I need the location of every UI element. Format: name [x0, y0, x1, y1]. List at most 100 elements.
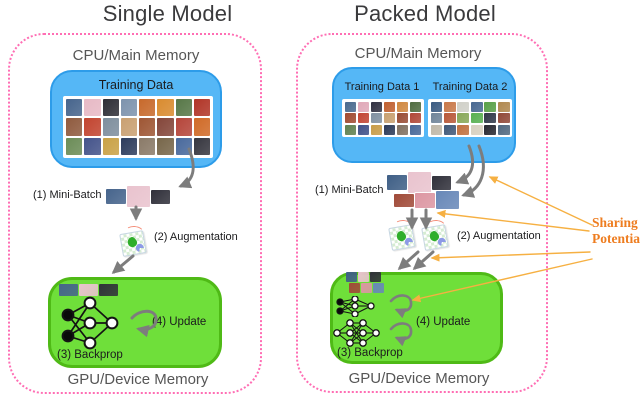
photo-thumbnail — [497, 124, 510, 135]
left-panel-title: Single Model — [102, 1, 233, 26]
photo-thumbnail — [175, 137, 192, 155]
photo-thumbnail — [443, 124, 456, 135]
photo-thumbnail — [394, 193, 414, 207]
photo-thumbnail — [443, 113, 456, 123]
photo-thumbnail — [415, 192, 435, 208]
photo-thumbnail — [151, 189, 170, 204]
left-gpu-memory-label: GPU/Device Memory — [67, 371, 209, 388]
photo-thumbnail — [497, 113, 510, 123]
left-neural-network-icon — [61, 296, 119, 350]
photo-thumbnail — [175, 99, 192, 117]
photo-thumbnail — [373, 283, 384, 293]
photo-thumbnail — [408, 172, 431, 193]
photo-thumbnail — [106, 189, 126, 204]
augmentation-sheet-icon — [388, 224, 416, 251]
photo-thumbnail — [157, 99, 174, 117]
left-step1-minibatch-label: (1) Mini-Batch — [33, 189, 102, 201]
photo-thumbnail — [383, 101, 396, 112]
left-step4-update-label: (4) Update — [152, 316, 207, 328]
photo-thumbnail — [457, 101, 470, 112]
photo-thumbnail — [470, 113, 483, 123]
left-training-data-label: Training Data — [98, 78, 174, 92]
photo-thumbnail — [370, 272, 381, 282]
right-neural-network1-icon — [336, 296, 375, 317]
sharing-line1: Sharing — [592, 215, 638, 230]
right-step1-minibatch-label: (1) Mini-Batch — [315, 184, 384, 196]
augmentation-sheet-icon — [421, 224, 449, 251]
left-augmentation-icon — [119, 225, 148, 257]
left-gpu-batch-thumbnails — [59, 284, 118, 296]
photo-thumbnail — [99, 284, 118, 296]
photo-thumbnail — [430, 113, 443, 123]
right-gpu-batch1-thumbnails — [346, 272, 381, 282]
photo-thumbnail — [66, 99, 83, 117]
photo-thumbnail — [409, 124, 422, 135]
photo-thumbnail — [430, 101, 443, 112]
right-augmentation-icon-1 — [388, 219, 417, 251]
photo-thumbnail — [357, 113, 370, 123]
photo-thumbnail — [409, 101, 422, 112]
photo-thumbnail — [120, 118, 137, 136]
photo-thumbnail — [344, 101, 357, 112]
photo-thumbnail — [193, 137, 210, 155]
right-gpu-batch2-thumbnails — [349, 283, 384, 293]
photo-thumbnail — [84, 118, 101, 136]
right-minibatch2-thumbnails — [394, 191, 459, 209]
photo-thumbnail — [396, 101, 409, 112]
photo-thumbnail — [344, 124, 357, 135]
photo-thumbnail — [358, 272, 369, 282]
right-step2-augmentation-label: (2) Augmentation — [457, 230, 541, 242]
photo-thumbnail — [370, 113, 383, 123]
photo-thumbnail — [457, 124, 470, 135]
photo-thumbnail — [409, 113, 422, 123]
photo-thumbnail — [387, 175, 407, 190]
photo-thumbnail — [383, 113, 396, 123]
photo-thumbnail — [361, 283, 372, 293]
augmentation-crescent-icon — [404, 237, 414, 247]
photo-thumbnail — [470, 124, 483, 135]
left-cpu-memory-label: CPU/Main Memory — [72, 47, 200, 64]
photo-thumbnail — [84, 137, 101, 155]
right-step3-backprop-label: (3) Backprop — [337, 347, 403, 359]
photo-thumbnail — [470, 101, 483, 112]
photo-thumbnail — [357, 124, 370, 135]
left-cpu-memory-box: Training Data — [50, 70, 222, 168]
right-cpu-memory-label: CPU/Main Memory — [354, 45, 482, 62]
photo-thumbnail — [175, 118, 192, 136]
right-step4-update-label: (4) Update — [416, 316, 471, 328]
photo-thumbnail — [396, 124, 409, 135]
right-minibatch1-thumbnails — [387, 172, 451, 193]
photo-thumbnail — [157, 137, 174, 155]
right-augmentation-icon-2 — [421, 219, 450, 251]
photo-thumbnail — [66, 137, 83, 155]
photo-thumbnail — [193, 118, 210, 136]
photo-thumbnail — [484, 101, 497, 112]
photo-thumbnail — [349, 283, 360, 293]
sharing-line2: Potential — [592, 230, 640, 246]
photo-thumbnail — [432, 175, 451, 190]
photo-thumbnail — [120, 137, 137, 155]
photo-thumbnail — [346, 272, 357, 282]
right-gpu-memory-label: GPU/Device Memory — [348, 370, 490, 387]
photo-thumbnail — [102, 118, 119, 136]
photo-thumbnail — [344, 113, 357, 123]
photo-thumbnail — [127, 186, 150, 207]
augmentation-crescent-icon — [135, 243, 145, 253]
photo-thumbnail — [497, 101, 510, 112]
right-cpu-memory-box: Training Data 1 Training Data 2 — [332, 67, 516, 163]
photo-thumbnail — [102, 137, 119, 155]
left-step3-backprop-label: (3) Backprop — [57, 349, 123, 361]
left-training-data-thumbnails — [63, 96, 213, 158]
photo-thumbnail — [139, 99, 156, 117]
photo-thumbnail — [59, 284, 78, 296]
photo-thumbnail — [370, 101, 383, 112]
photo-thumbnail — [383, 124, 396, 135]
photo-thumbnail — [84, 99, 101, 117]
right-panel-title: Packed Model — [354, 1, 496, 26]
right-training-data1-thumbnails — [342, 99, 424, 137]
photo-thumbnail — [484, 124, 497, 135]
photo-thumbnail — [66, 118, 83, 136]
augmentation-sheet-icon — [119, 230, 147, 257]
photo-thumbnail — [457, 113, 470, 123]
